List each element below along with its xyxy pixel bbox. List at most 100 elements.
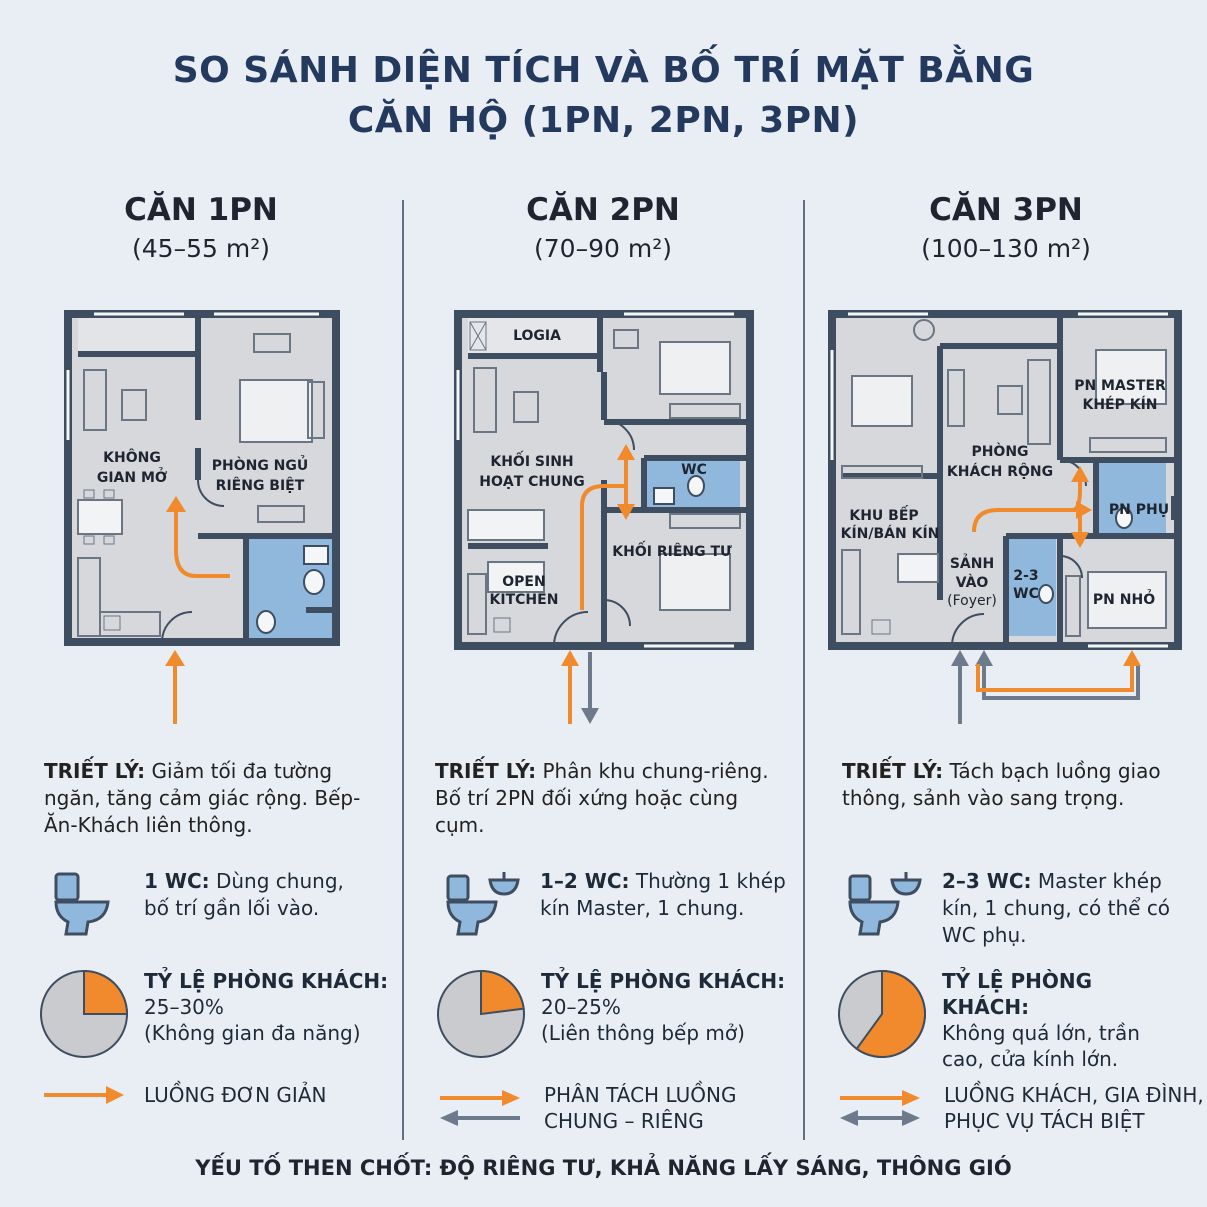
title-line-1: SO SÁNH DIỆN TÍCH VÀ BỐ TRÍ MẶT BẰNG (172, 50, 1035, 91)
column-area: (70–90 m²) (534, 234, 672, 263)
legend-text: LUỒNG ĐƠN GIẢN (144, 1082, 326, 1108)
page-title: SO SÁNH DIỆN TÍCH VÀ BỐ TRÍ MẶT BẰNG CĂN… (0, 46, 1207, 146)
room-label: KITCHEN (490, 592, 559, 608)
wc-text: 1 WC: Dùng chung, bố trí gần lối vào. (144, 868, 354, 922)
ratio-label: TỶ LỆ PHÒNG KHÁCH: (541, 969, 786, 993)
ratio-label: TỶ LỆ PHÒNG KHÁCH: (942, 969, 1093, 1019)
room-label: LOGIA (513, 328, 561, 344)
ratio-value: 25–30% (144, 995, 224, 1019)
ratio-pie-chart (838, 969, 926, 1058)
orange-arrow-icon (44, 1086, 124, 1104)
philosophy-body: Tách bạch luồng giao thông, sảnh vào san… (842, 759, 1161, 810)
column-title: CĂN 3PN (929, 192, 1083, 228)
room-label: PN MASTER (1074, 378, 1166, 394)
ratio-pie-slice (83, 969, 129, 1015)
ratio-pie-slice (480, 969, 525, 1016)
wc-label: 1 WC: (144, 869, 210, 893)
legend-line-1: PHÂN TÁCH LUỒNG (544, 1083, 737, 1107)
key-factors-footer: YẾU TỐ THEN CHỐT: ĐỘ RIÊNG TƯ, KHẢ NĂNG … (195, 1156, 1012, 1180)
floor-plan-2pn: LOGIA KHỐI SINH HOẠT CHUNG WC KHỐI RIÊNG… (454, 310, 754, 650)
wc-info: 2–3 WC: Master khép kín, 1 chung, có thể… (846, 868, 1182, 949)
column-divider (402, 200, 404, 1140)
ratio-pie-chart (40, 969, 129, 1058)
room-label: PHÒNG (971, 442, 1028, 460)
room-label: PN PHỤ (1109, 502, 1169, 518)
ratio-label: TỶ LỆ PHÒNG KHÁCH: (144, 969, 389, 993)
legend-line-1: LUỒNG ĐƠN GIẢN (144, 1083, 327, 1107)
separate-flow-arrows (944, 650, 1154, 730)
ratio-pie-chart (437, 969, 525, 1058)
column-3pn-header: CĂN 3PN (100–130 m²) (805, 190, 1207, 268)
ratio-value: 20–25% (541, 995, 621, 1019)
philosophy-text: TRIẾT LÝ: Tách bạch luồng giao thông, sả… (842, 758, 1182, 812)
philosophy-text: TRIẾT LÝ: Phân khu chung-riêng. Bố trí 2… (435, 758, 790, 839)
wc-body: Thường 1 khép kín Master, 1 chung. (540, 869, 786, 920)
room-label: VÀO (956, 574, 989, 591)
living-ratio: TỶ LỆ PHÒNG KHÁCH: 25–30% (Không gian đa… (38, 968, 388, 1060)
floor-plan-3pn: PN MASTER KHÉP KÍN PHÒNG KHÁCH RỘNG KHU … (828, 310, 1182, 650)
column-1pn-header: CĂN 1PN (45–55 m²) (0, 190, 402, 268)
column-title: CĂN 2PN (526, 192, 680, 228)
wc-text: 1–2 WC: Thường 1 khép kín Master, 1 chun… (540, 868, 790, 922)
room-label: KHU BẾP (849, 505, 918, 524)
ratio-text: TỶ LỆ PHÒNG KHÁCH: 25–30% (Không gian đa… (144, 968, 388, 1046)
column-2pn-header: CĂN 2PN (70–90 m²) (402, 190, 804, 268)
flow-legend: LUỒNG ĐƠN GIẢN (44, 1082, 326, 1108)
column-area: (100–130 m²) (921, 234, 1091, 263)
column-title: CĂN 1PN (124, 192, 278, 228)
wc-text: 2–3 WC: Master khép kín, 1 chung, có thể… (942, 868, 1182, 949)
toilet-icon (48, 868, 128, 948)
room-label: GIAN MỞ (97, 467, 167, 486)
room-label: SẢNH (950, 553, 994, 572)
room-label: PHÒNG NGỦ (212, 455, 309, 474)
wc-body: Master khép kín, 1 chung, có thể có WC p… (942, 869, 1171, 947)
ratio-note: Không quá lớn, trần cao, cửa kính lớn. (942, 1021, 1140, 1071)
living-ratio: TỶ LỆ PHÒNG KHÁCH: 20–25% (Liên thông bế… (435, 968, 785, 1060)
legend-line-1: LUỒNG KHÁCH, GIA ĐÌNH, (944, 1083, 1204, 1107)
room-label: KHÔNG (103, 448, 161, 466)
room-label: PN NHỎ (1093, 589, 1155, 608)
split-arrows-icon (440, 1090, 520, 1126)
room-label: OPEN (502, 574, 545, 590)
ratio-text: TỶ LỆ PHÒNG KHÁCH: 20–25% (Liên thông bế… (541, 968, 785, 1046)
wc-body: Dùng chung, bố trí gần lối vào. (144, 869, 344, 920)
ratio-note: (Không gian đa năng) (144, 1021, 361, 1045)
legend-text: LUỒNG KHÁCH, GIA ĐÌNH, PHỤC VỤ TÁCH BIỆT (944, 1082, 1204, 1134)
room-label: HOẠT CHUNG (479, 474, 584, 490)
wc-label: 1–2 WC: (540, 869, 630, 893)
legend-line-2: PHỤC VỤ TÁCH BIỆT (944, 1109, 1145, 1133)
ratio-note: (Liên thông bếp mở) (541, 1021, 745, 1045)
entry-arrow (160, 650, 190, 730)
column-area: (45–55 m²) (132, 234, 270, 263)
room-label: KÍN/BÁN KÍN (841, 525, 940, 542)
room-label: 2-3 (1013, 568, 1038, 584)
toilet-sink-icon (444, 868, 524, 948)
ratio-pie-slice (855, 969, 926, 1058)
room-label: KHÉP KÍN (1082, 396, 1157, 413)
philosophy-text: TRIẾT LÝ: Giảm tối đa tường ngăn, tăng c… (44, 758, 384, 839)
floor-plan-1pn: KHÔNG GIAN MỞ PHÒNG NGỦ RIÊNG BIỆT (64, 310, 340, 650)
philosophy-body: Giảm tối đa tường ngăn, tăng cảm giác rộ… (44, 759, 361, 837)
wc-info: 1 WC: Dùng chung, bố trí gần lối vào. (48, 868, 354, 948)
room-label: WC (1013, 586, 1039, 602)
toilet-sink-icon (846, 868, 926, 948)
entry-exit-arrows (558, 650, 604, 730)
philosophy-label: TRIẾT LÝ: (44, 759, 146, 783)
philosophy-label: TRIẾT LÝ: (435, 759, 537, 783)
room-label: RIÊNG BIỆT (216, 476, 305, 494)
ratio-text: TỶ LỆ PHÒNG KHÁCH: Không quá lớn, trần c… (942, 968, 1182, 1072)
legend-line-2: CHUNG – RIÊNG (544, 1109, 704, 1133)
flow-legend: PHÂN TÁCH LUỒNG CHUNG – RIÊNG (440, 1082, 736, 1134)
room-label: WC (681, 462, 707, 478)
legend-text: PHÂN TÁCH LUỒNG CHUNG – RIÊNG (544, 1082, 736, 1134)
wc-label: 2–3 WC: (942, 869, 1032, 893)
double-arrows-icon (840, 1090, 920, 1126)
room-label: KHỐI SINH (490, 450, 573, 470)
room-label: (Foyer) (947, 593, 997, 609)
philosophy-label: TRIẾT LÝ: (842, 759, 944, 783)
living-ratio: TỶ LỆ PHÒNG KHÁCH: Không quá lớn, trần c… (836, 968, 1182, 1072)
wc-info: 1–2 WC: Thường 1 khép kín Master, 1 chun… (444, 868, 790, 948)
room-label: KHÁCH RỘNG (947, 462, 1053, 480)
column-divider (803, 200, 805, 1140)
room-label: KHỐI RIÊNG TƯ (612, 540, 732, 560)
